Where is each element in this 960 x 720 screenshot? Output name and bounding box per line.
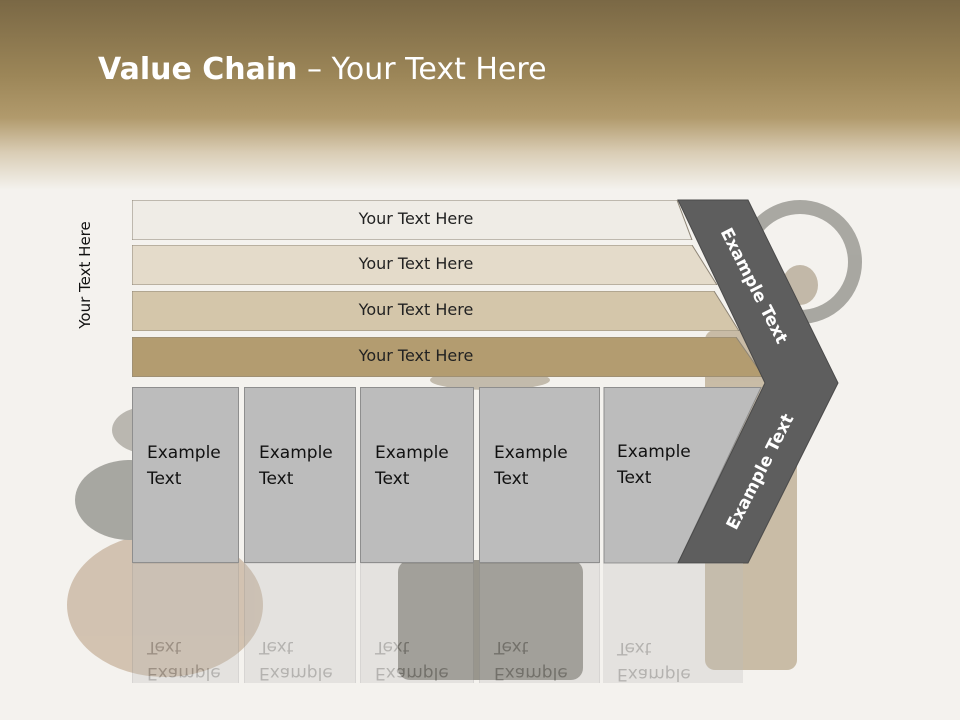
example-box-2-line1: Example bbox=[259, 443, 333, 463]
reflection-box-4-line2: Text bbox=[494, 637, 529, 657]
reflection-box-2: Example Text bbox=[244, 563, 356, 683]
reflection-box-5: Example Text bbox=[603, 563, 743, 683]
bar-1-shape bbox=[132, 200, 693, 240]
reflection-box-4-text: Example Text bbox=[494, 634, 568, 683]
reflection-box-5-line2: Text bbox=[617, 638, 652, 658]
page-title: Value Chain – Your Text Here bbox=[98, 52, 547, 87]
reflection-box-5-text: Example Text bbox=[617, 635, 691, 683]
example-box-1-line2: Text bbox=[147, 469, 182, 489]
reflection-box-1-text: Example Text bbox=[147, 634, 221, 683]
header-band bbox=[0, 0, 960, 190]
reflection-box-5-line1: Example bbox=[617, 664, 691, 683]
title-rest: – Your Text Here bbox=[297, 52, 547, 87]
chevron-arrow bbox=[677, 199, 839, 564]
bar-2-shape bbox=[132, 245, 718, 285]
title-bold: Value Chain bbox=[98, 52, 298, 87]
bar-2-label: Your Text Here bbox=[358, 254, 474, 273]
example-box-2-line2: Text bbox=[259, 469, 294, 489]
pot-shape bbox=[398, 560, 583, 680]
reflection-box-4: Example Text bbox=[479, 563, 600, 683]
bar-3-shape bbox=[132, 291, 740, 331]
example-box-5-line1: Example bbox=[617, 442, 691, 462]
reflection: Example Text Example Text Example Text Exam… bbox=[132, 563, 772, 683]
bar-4-shape bbox=[132, 337, 765, 377]
side-label: Your Text Here bbox=[76, 221, 94, 329]
example-box-4-line2: Text bbox=[494, 469, 529, 489]
reflection-box-1-line2: Text bbox=[147, 637, 182, 657]
reflection-box-3: Example Text bbox=[360, 563, 474, 683]
reflection-box-1-line1: Example bbox=[147, 663, 221, 683]
reflection-box-2-text: Example Text bbox=[259, 634, 333, 683]
example-box-3-line2: Text bbox=[375, 469, 410, 489]
bar-4-label: Your Text Here bbox=[358, 346, 474, 365]
reflection-box-3-line1: Example bbox=[375, 663, 449, 683]
reflection-box-4-line1: Example bbox=[494, 663, 568, 683]
example-box-3-line1: Example bbox=[375, 443, 449, 463]
reflection-box-3-line2: Text bbox=[375, 637, 410, 657]
reflection-box-1: Example Text bbox=[132, 563, 239, 683]
bar-3-label: Your Text Here bbox=[358, 300, 474, 319]
reflection-box-2-line1: Example bbox=[259, 663, 333, 683]
reflection-box-3-text: Example Text bbox=[375, 634, 449, 683]
example-box-5-line2: Text bbox=[617, 468, 652, 488]
example-box-4-line1: Example bbox=[494, 443, 568, 463]
bar-1-label: Your Text Here bbox=[358, 209, 474, 228]
stone-large-shape bbox=[67, 533, 263, 677]
reflection-box-2-line2: Text bbox=[259, 637, 294, 657]
example-box-1-line1: Example bbox=[147, 443, 221, 463]
